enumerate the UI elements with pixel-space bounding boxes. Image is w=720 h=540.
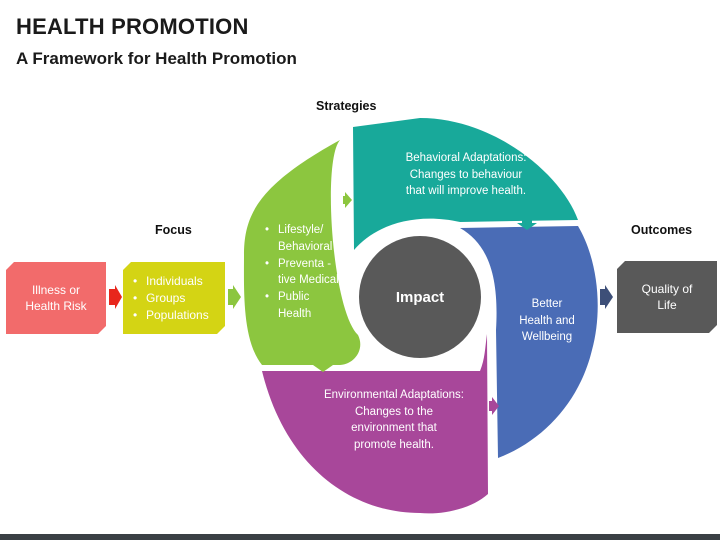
focus-list: Individuals Groups Populations (123, 273, 209, 324)
strategies-label: Strategies (316, 99, 377, 113)
behavioral-line: Changes to behaviour (409, 168, 523, 181)
focus-item: Individuals (133, 273, 209, 290)
green-to-teal-arrow (343, 192, 352, 208)
lifestyle-list: Lifestyle/ Behavioral Preventa -tive Med… (262, 222, 344, 323)
illness-line-1: Illness or (31, 282, 80, 297)
environmental-text: Environmental Adaptations: Changes to th… (300, 387, 488, 454)
illness-box: Illness or Health Risk (6, 262, 106, 334)
illness-line-2: Health Risk (25, 299, 87, 313)
better-health-text: Better Health and Wellbeing (503, 296, 591, 346)
focus-item: Groups (133, 290, 209, 307)
outcome-line-1: Quality of (641, 281, 693, 296)
page-title: HEALTH PROMOTION (16, 14, 249, 39)
outcomes-label: Outcomes (631, 223, 693, 237)
behavioral-text: Behavioral Adaptations: Changes to behav… (366, 150, 566, 200)
environmental-segment (262, 334, 488, 514)
environmental-line: Changes to the (354, 405, 433, 418)
page-subtitle: A Framework for Health Promotion (16, 49, 297, 68)
lifestyle-item: Preventa -tive Medical (262, 256, 344, 290)
better-health-line: Wellbeing (521, 331, 573, 344)
better-health-line: Health and (519, 314, 575, 327)
lifestyle-item: Lifestyle/ Behavioral (262, 222, 344, 256)
impact-label: Impact (395, 288, 445, 306)
better-health-segment (460, 226, 598, 458)
teal-to-blue-arrow (517, 220, 537, 230)
behavioral-segment (353, 118, 578, 250)
outcome-box: Quality of Life (617, 261, 717, 333)
bottom-bar (0, 534, 720, 540)
focus-item: Populations (133, 307, 209, 324)
cycle-to-outcomes-arrow (600, 285, 613, 309)
better-health-line: Better (531, 298, 563, 310)
green-to-purple-arrow (313, 358, 333, 372)
impact-circle: Impact (359, 236, 481, 358)
behavioral-line: that will improve health. (405, 185, 527, 198)
focus-to-strategies-arrow (228, 285, 241, 309)
environmental-line: environment that (351, 422, 437, 435)
focus-box: Individuals Groups Populations (123, 262, 225, 334)
purple-to-blue-arrow (489, 397, 499, 415)
focus-label: Focus (155, 223, 192, 237)
illness-to-focus-arrow (109, 285, 122, 309)
environmental-line: promote health. (354, 439, 434, 452)
environmental-line: Environmental Adaptations: (323, 389, 464, 401)
outcome-line-2: Life (657, 298, 677, 312)
behavioral-line: Behavioral Adaptations: (405, 152, 527, 164)
lifestyle-item: Public Health (262, 289, 344, 323)
